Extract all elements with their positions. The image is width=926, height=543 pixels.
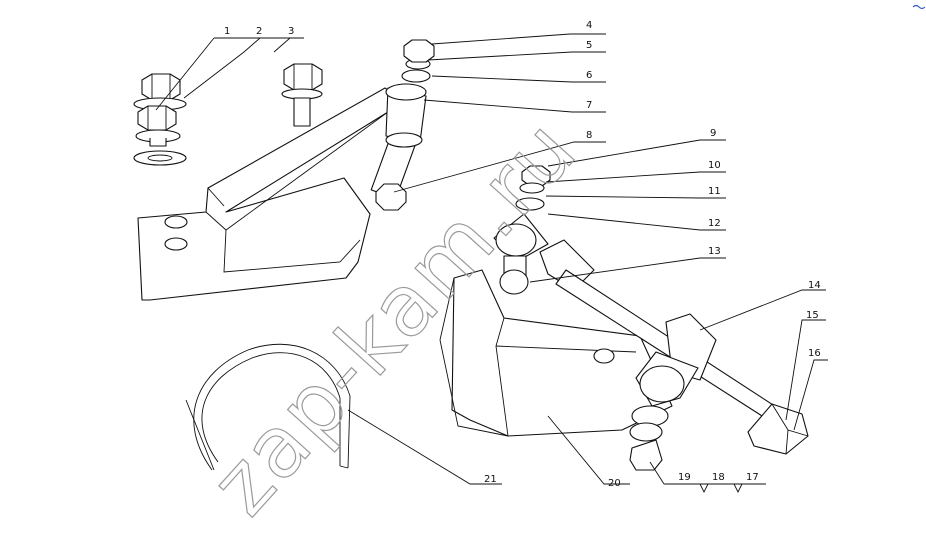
callout-6: 6 — [586, 70, 592, 81]
callout-12: 12 — [708, 218, 721, 229]
callout-14: 14 — [808, 280, 821, 291]
callout-4: 4 — [586, 20, 592, 31]
callout-5: 5 — [586, 40, 592, 51]
left-mounting-bracket — [137, 87, 389, 301]
callout-13: 13 — [708, 246, 721, 257]
callout-20: 20 — [608, 478, 621, 489]
lower-main-bracket — [439, 269, 673, 437]
callout-18: 18 — [712, 472, 725, 483]
callout-2: 2 — [256, 26, 262, 37]
callout-7: 7 — [586, 100, 592, 111]
callout-19: 19 — [678, 472, 691, 483]
lower-stud-assembly — [493, 165, 595, 295]
upper-stud-assembly — [370, 39, 435, 211]
callout-16: 16 — [808, 348, 821, 359]
callout-9: 9 — [710, 128, 716, 139]
bolt-1-back — [281, 63, 323, 127]
callout-21: 21 — [484, 474, 497, 485]
bolt-1-front — [133, 73, 187, 166]
small-logo-mark-icon — [912, 4, 926, 10]
callout-3: 3 — [288, 26, 294, 37]
clamp-strap — [185, 343, 351, 471]
callout-10: 10 — [708, 160, 721, 171]
callout-15: 15 — [806, 310, 819, 321]
callout-1: 1 — [224, 26, 230, 37]
lower-bolt-assembly — [629, 405, 669, 471]
long-bolt-assembly — [555, 269, 809, 455]
callout-17: 17 — [746, 472, 759, 483]
callout-11: 11 — [708, 186, 721, 197]
callout-8: 8 — [586, 130, 592, 141]
callout-labels: 1 2 3 4 5 6 7 8 9 10 11 12 13 14 15 16 1… — [224, 20, 821, 489]
bolt-set-left — [133, 63, 323, 166]
leader-lines — [155, 33, 828, 494]
